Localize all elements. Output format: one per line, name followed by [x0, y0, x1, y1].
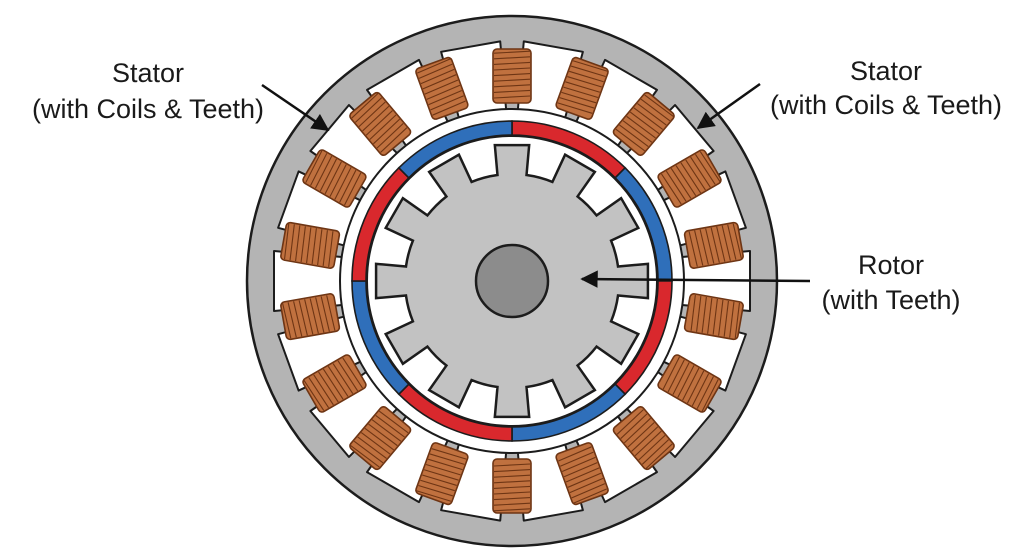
stator-coil	[349, 405, 412, 471]
arrow-rotor	[580, 270, 811, 288]
label-stator-left-title: Stator	[112, 58, 184, 88]
stator-coil	[612, 405, 675, 471]
stator-coil	[302, 354, 367, 413]
stator-coil	[555, 56, 609, 120]
arrow-stator-right	[696, 82, 761, 130]
stator-coil	[349, 91, 412, 157]
label-stator-left-subtitle: (with Coils & Teeth)	[32, 94, 264, 124]
stator-coil	[280, 221, 341, 269]
stator-coil	[555, 442, 609, 506]
stator-coil	[657, 354, 722, 413]
stator-coil	[492, 48, 532, 104]
label-rotor-title: Rotor	[858, 250, 924, 280]
stator-coil	[492, 458, 532, 514]
label-stator-right-title: Stator	[850, 56, 922, 86]
label-rotor-subtitle: (with Teeth)	[821, 285, 960, 315]
stator-coil	[415, 56, 469, 120]
stator-coil	[415, 442, 469, 506]
label-stator-right-subtitle: (with Coils & Teeth)	[770, 90, 1002, 120]
stator-coil	[683, 293, 744, 341]
stator-coil	[657, 149, 722, 208]
stator-coil	[302, 149, 367, 208]
arrow-stator-left	[261, 83, 330, 132]
stator-coil	[612, 91, 675, 157]
magnet-ring	[351, 120, 673, 442]
stator-coil	[280, 293, 341, 341]
stator-coils	[280, 48, 744, 514]
stator-coil	[683, 221, 744, 269]
shaft	[474, 243, 550, 319]
